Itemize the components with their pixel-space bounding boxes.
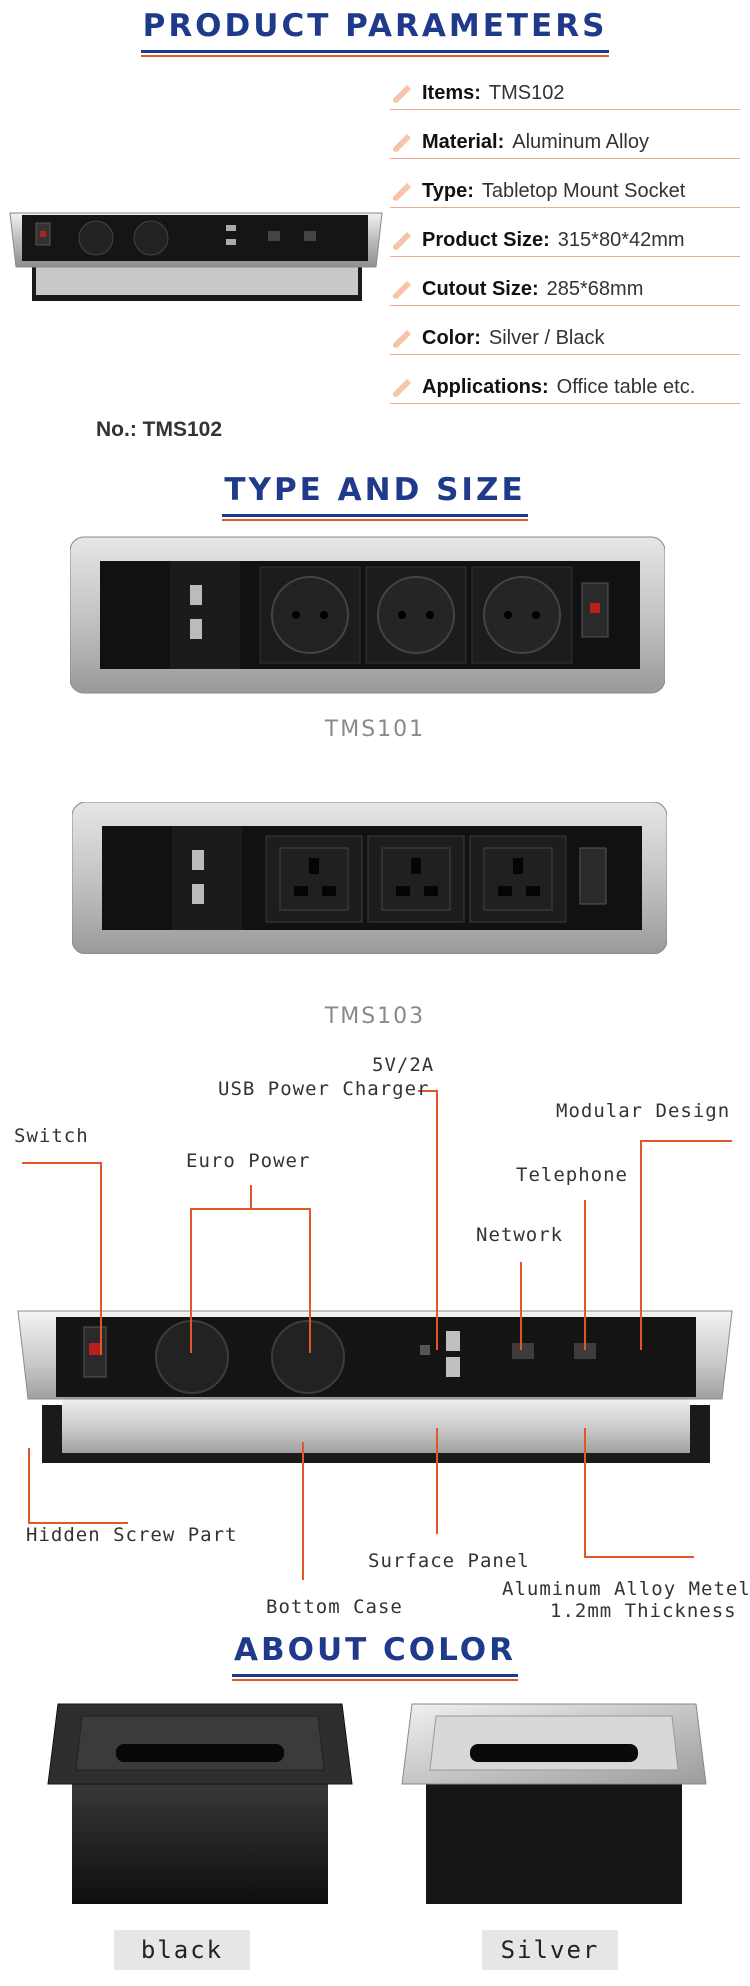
callout-euro-power: Euro Power <box>186 1150 311 1172</box>
callout-bottom-case: Bottom Case <box>266 1596 403 1618</box>
pencil-icon <box>393 232 411 250</box>
heading-type-and-size: TYPE AND SIZE <box>0 472 750 521</box>
pencil-icon <box>393 183 411 201</box>
callout-network: Network <box>476 1224 564 1246</box>
pencil-icon <box>393 281 411 299</box>
param-applications: Applications:Office table etc. <box>390 368 740 408</box>
callout-alloy-line1: Aluminum Alloy Metel <box>502 1578 750 1600</box>
pencil-icon <box>393 85 411 103</box>
product-number: No.: TMS102 <box>96 418 223 441</box>
callout-usb-line2: USB Power Charger <box>218 1078 430 1100</box>
param-color: Color:Silver / Black <box>390 319 740 359</box>
pencil-icon <box>393 330 411 348</box>
color-label-silver: Silver <box>482 1930 618 1970</box>
heading-product-parameters: PRODUCT PARAMETERS <box>0 8 750 57</box>
param-type: Type:Tabletop Mount Socket <box>390 172 740 212</box>
color-label-black: black <box>114 1930 250 1970</box>
pencil-icon <box>393 379 411 397</box>
callout-modular-design: Modular Design <box>556 1100 731 1122</box>
callout-hidden-screw: Hidden Screw Part <box>26 1524 238 1546</box>
heading-about-color: ABOUT COLOR <box>0 1632 750 1681</box>
callout-alloy-line2: 1.2mm Thickness <box>550 1600 737 1622</box>
product-image-tms102 <box>9 212 383 301</box>
callout-surface-panel: Surface Panel <box>368 1550 530 1572</box>
callout-usb-line1: 5V/2A <box>372 1054 435 1076</box>
product-image-tms101 <box>70 536 665 694</box>
product-image-tms103 <box>72 802 667 954</box>
model-label-tms101: TMS101 <box>324 717 426 742</box>
model-label-tms103: TMS103 <box>324 1004 426 1029</box>
product-image-black <box>47 1703 353 1904</box>
callout-switch: Switch <box>14 1125 89 1147</box>
product-image-silver <box>401 1703 707 1904</box>
pencil-icon <box>393 134 411 152</box>
param-items: Items:TMS102 <box>390 74 740 114</box>
param-product-size: Product Size:315*80*42mm <box>390 221 740 261</box>
callout-telephone: Telephone <box>516 1164 628 1186</box>
param-cutout-size: Cutout Size:285*68mm <box>390 270 740 310</box>
param-material: Material:Aluminum Alloy <box>390 123 740 163</box>
product-image-feature-diagram <box>17 1310 733 1463</box>
